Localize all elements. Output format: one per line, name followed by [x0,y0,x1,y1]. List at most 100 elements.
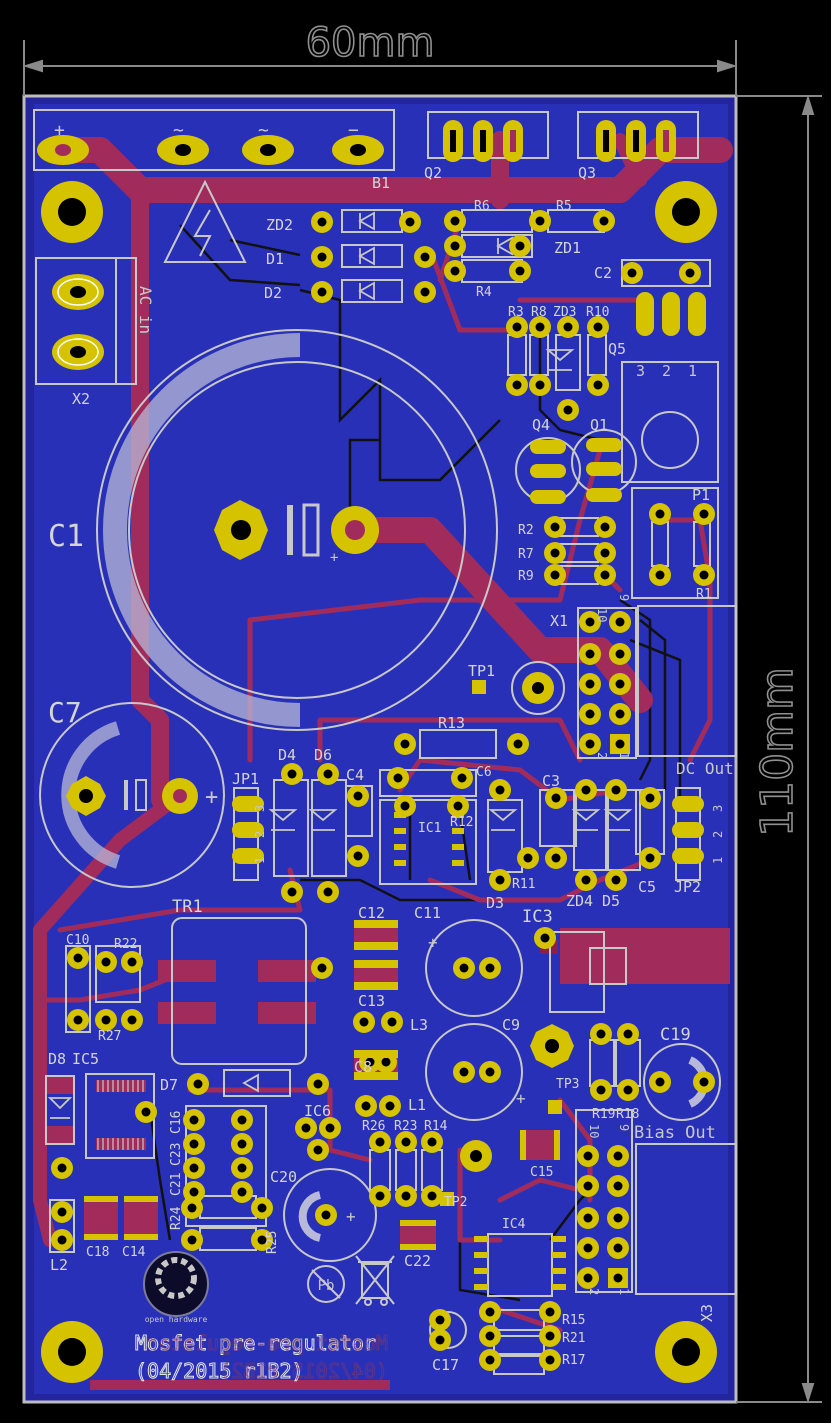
q5-pin-labels: 3 2 1 [636,362,697,380]
svg-text:R2: R2 [518,523,534,538]
svg-text:R11: R11 [512,877,535,892]
svg-text:C5: C5 [638,878,656,896]
svg-text:C7: C7 [48,696,82,729]
svg-text:10: 10 [595,608,609,622]
lead-free-icon: Pb [307,1265,345,1303]
x2-side-label: AC in [136,286,155,334]
svg-text:IC5: IC5 [72,1050,99,1068]
dimension-width [22,40,738,96]
svg-text:P1: P1 [692,486,710,504]
svg-text:D4: D4 [278,746,296,764]
svg-text:+: + [205,785,218,810]
svg-text:C22: C22 [404,1252,431,1270]
ic-pins [394,812,566,1290]
svg-text:R5: R5 [556,199,572,214]
svg-text:TP2: TP2 [444,1195,467,1210]
svg-text:1: 1 [711,857,725,864]
svg-text:X1: X1 [550,612,568,630]
svg-text:2: 2 [253,831,267,838]
svg-text:3: 3 [636,362,645,380]
weee-bin-icon [355,1255,395,1306]
b1-pin-labels: + ~ ~ − [54,120,359,141]
svg-text:1: 1 [617,752,631,759]
through-hole-pads [37,120,717,1383]
svg-text:TR1: TR1 [172,897,203,917]
height-label: 110mm [752,667,803,837]
svg-text:X2: X2 [72,390,90,408]
x3-pin-labels: 10 9 2 1 [587,1124,631,1295]
svg-text:C17: C17 [432,1356,459,1374]
svg-text:C23: C23 [169,1143,184,1166]
svg-text:IC6: IC6 [304,1102,331,1120]
svg-text:R3: R3 [508,305,524,320]
svg-text:R27: R27 [98,1029,121,1044]
svg-text:1: 1 [253,857,267,864]
svg-text:2: 2 [587,1288,601,1295]
svg-text:+: + [330,550,338,566]
svg-text:L1: L1 [408,1096,426,1114]
svg-text:Q2: Q2 [424,164,442,182]
svg-text:R12: R12 [450,815,473,830]
svg-text:IC1: IC1 [418,821,441,836]
board-revision: (04/2015 r1B2) [135,1359,304,1383]
dimension-height [736,94,822,1404]
svg-text:C11: C11 [414,904,441,922]
title-mirrored: Mosfet pre-regulator (04/2015 r1B2) [147,1331,389,1384]
svg-text:TP3: TP3 [556,1077,579,1092]
svg-text:2: 2 [711,831,725,838]
smd-bodies [84,920,560,1250]
svg-text:R4: R4 [476,285,492,300]
svg-text:+: + [428,933,438,952]
svg-text:C16: C16 [169,1111,184,1134]
svg-text:3: 3 [253,805,267,812]
svg-text:TP1: TP1 [468,662,495,680]
svg-text:R1: R1 [696,587,712,602]
svg-text:IC3: IC3 [522,907,553,927]
svg-text:C15: C15 [530,1165,553,1180]
x1-pin-labels: 10 9 2 1 [595,594,631,759]
jp-pin-labels: 1 2 3 3 2 1 [253,805,725,864]
svg-text:ZD4: ZD4 [566,892,593,910]
svg-text:R25: R25 [265,1231,280,1254]
svg-text:R18: R18 [616,1107,639,1122]
svg-text:R6: R6 [474,199,490,214]
svg-text:C21: C21 [169,1173,184,1196]
svg-text:R8: R8 [531,305,547,320]
svg-text:R10: R10 [586,305,609,320]
svg-text:D1: D1 [266,250,284,268]
svg-text:R21: R21 [562,1331,585,1346]
svg-text:Q4: Q4 [532,416,550,434]
svg-text:~: ~ [258,120,269,141]
svg-text:C18: C18 [86,1245,109,1260]
svg-text:JP1: JP1 [232,770,259,788]
svg-text:Q5: Q5 [608,340,626,358]
oshw-caption: open hardware [145,1315,208,1324]
board-title: Mosfet pre-regulator [135,1331,376,1355]
svg-text:C12: C12 [358,904,385,922]
svg-text:R15: R15 [562,1313,585,1328]
dc-out-label: DC Out [676,759,734,778]
svg-text:9: 9 [617,1124,631,1131]
svg-text:D2: D2 [264,284,282,302]
svg-text:Q1: Q1 [590,416,608,434]
svg-text:R24: R24 [169,1206,184,1230]
svg-text:Mosfet pre-regulator: Mosfet pre-regulator [147,1331,388,1355]
svg-text:D7: D7 [160,1076,178,1094]
svg-text:C14: C14 [122,1245,146,1260]
svg-text:R22: R22 [114,937,137,952]
svg-text:1: 1 [617,1288,631,1295]
svg-text:R13: R13 [438,714,465,732]
refdes-labels: B1 Q2 Q3 ZD2 D1 D2 R6 R5 ZD1 R4 C2 R3 R8… [48,164,716,1374]
svg-text:~: ~ [173,120,184,141]
svg-text:Pb: Pb [318,1278,335,1294]
svg-text:JP2: JP2 [674,878,701,896]
svg-text:C3: C3 [542,772,560,790]
svg-text:C4: C4 [346,766,364,784]
svg-text:9: 9 [617,594,631,601]
svg-text:R26: R26 [362,1119,385,1134]
svg-text:C10: C10 [66,933,89,948]
oshw-logo-icon [143,1251,209,1317]
hv-warning-icon [163,179,247,263]
svg-text:3: 3 [711,805,725,812]
